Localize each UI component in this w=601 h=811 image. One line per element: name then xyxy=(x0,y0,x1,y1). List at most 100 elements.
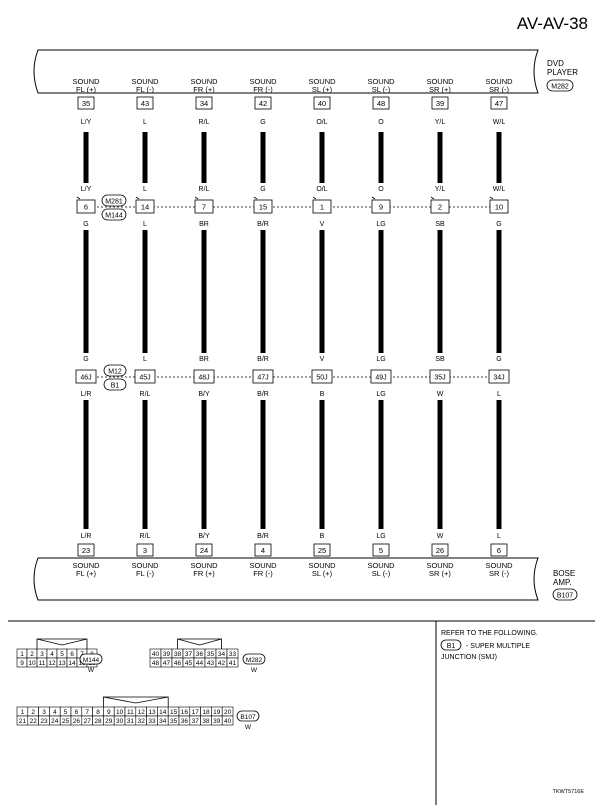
wire-color-label: W xyxy=(437,391,444,398)
smj-pin-box xyxy=(370,369,392,384)
wire-color-label: L xyxy=(143,356,147,363)
m144-face-cavity-number: 13 xyxy=(58,660,66,667)
smj-note-text-1: - SUPER MULTIPLE xyxy=(466,643,530,650)
wire-color-label: R/L xyxy=(199,119,210,126)
b107-face-cavity-number: 12 xyxy=(138,709,146,716)
smj-note-text-2: JUNCTION (SMJ) xyxy=(441,654,497,661)
bose-pin-number: 6 xyxy=(497,546,501,555)
smj-pin-box xyxy=(193,369,215,384)
bose-pin-number: 23 xyxy=(82,546,90,555)
bose-amp-label-1: BOSE xyxy=(553,569,575,578)
smj-pin-box xyxy=(488,369,510,384)
dvd-pin-number: 42 xyxy=(259,99,267,108)
smj-pin-number: 47J xyxy=(257,375,268,382)
m282-face-id: M282 xyxy=(246,657,263,664)
b107-face-cavity-number: 9 xyxy=(107,709,111,716)
wire-color-label: R/L xyxy=(140,533,151,540)
wire-color-label: G xyxy=(83,221,88,228)
b107-face-cavity-number: 38 xyxy=(202,718,210,725)
pin-tab xyxy=(430,196,435,200)
m144-face-cavity-number: 2 xyxy=(30,651,34,658)
joint-pin-number: 2 xyxy=(438,203,442,212)
m282-face-cavity xyxy=(226,657,239,668)
joint-pin-box xyxy=(194,199,214,214)
dvd-pin-box xyxy=(136,96,154,110)
wire-color-label: LG xyxy=(376,391,385,398)
m282-face-badge xyxy=(242,653,266,665)
smj-pin-number: 34J xyxy=(493,375,504,382)
m282-face-cavity-number: 41 xyxy=(229,660,237,667)
b107-face-cavity-number: 33 xyxy=(148,718,156,725)
joint-pin-box xyxy=(371,199,391,214)
b107-face-cavity-number: 37 xyxy=(192,718,200,725)
wire-color-label: LG xyxy=(376,221,385,228)
wire-color-label: L/Y xyxy=(81,119,92,126)
m282-face-cavity-number: 44 xyxy=(196,660,204,667)
wire-color-label: W/L xyxy=(493,186,506,193)
bose-terminal-function: FL (-) xyxy=(136,569,155,578)
dvd-terminal-name: SOUND xyxy=(72,77,100,86)
dvd-terminal-function: SL (+) xyxy=(312,85,333,94)
m282-face-cavity-number: 48 xyxy=(152,660,160,667)
smj-connector-top-id: M12 xyxy=(108,369,122,376)
b107-face-cavity-number: 5 xyxy=(64,709,68,716)
joint-pin-box xyxy=(253,199,273,214)
dvd-terminal-function: SL (-) xyxy=(372,85,391,94)
wire-color-label: L xyxy=(143,186,147,193)
dvd-pin-box xyxy=(372,96,390,110)
b107-face-cavity-number: 13 xyxy=(148,709,156,716)
wire-color-label: W xyxy=(437,533,444,540)
m144-face-cavity-number: 10 xyxy=(28,660,36,667)
b107-face-id: B107 xyxy=(240,714,256,721)
joint-pin-number: 1 xyxy=(320,203,324,212)
m282-face-cavity-number: 37 xyxy=(185,651,193,658)
pin-tab xyxy=(312,196,317,200)
b107-face-latch xyxy=(103,696,169,707)
smj-connector-bottom-badge xyxy=(103,378,127,391)
m144-face-latch-mark xyxy=(36,638,88,646)
wire-color-label: V xyxy=(320,356,325,363)
m144-face-color: W xyxy=(88,667,95,674)
wire-color-label: B/R xyxy=(257,221,269,228)
wire-color-label: L/Y xyxy=(81,186,92,193)
m282-face-cavity-number: 40 xyxy=(152,651,160,658)
dvd-pin-box xyxy=(431,96,449,110)
dvd-terminal-name: SOUND xyxy=(308,77,336,86)
m282-face-cavity-number: 43 xyxy=(207,660,215,667)
joint-connector-bottom-badge xyxy=(101,208,127,221)
wire-color-label: L xyxy=(497,533,501,540)
bose-terminal-name: SOUND xyxy=(308,561,336,570)
dvd-terminal-function: SR (+) xyxy=(429,85,451,94)
m282-face-latch xyxy=(177,638,222,649)
b107-face-cavity-number: 35 xyxy=(170,718,178,725)
wire-color-label: LG xyxy=(376,533,385,540)
smj-pin-number: 48J xyxy=(198,375,209,382)
m144-face-cavity-number: 9 xyxy=(20,660,24,667)
dvd-pin-number: 35 xyxy=(82,99,90,108)
m282-face-cavity-number: 47 xyxy=(163,660,171,667)
joint-pin-box xyxy=(489,199,509,214)
pin-tab xyxy=(489,196,494,200)
dvd-pin-box xyxy=(195,96,213,110)
smj-note-code: B1 xyxy=(447,643,456,650)
m144-face-cavity-number: 12 xyxy=(48,660,56,667)
wire-color-label: L/R xyxy=(81,533,92,540)
wire-color-label: BR xyxy=(199,221,209,228)
dvd-terminal-name: SOUND xyxy=(367,77,395,86)
bose-terminal-name: SOUND xyxy=(131,561,159,570)
wire-color-label: SB xyxy=(435,356,445,363)
m144-face-badge xyxy=(79,653,103,665)
m282-face-cavity-number: 45 xyxy=(185,660,193,667)
smj-pin-number: 50J xyxy=(316,375,327,382)
m282-face-cavity-number: 35 xyxy=(207,651,215,658)
pin-tab xyxy=(253,196,258,200)
smj-pin-number: 45J xyxy=(139,375,150,382)
pin-tab xyxy=(76,196,81,200)
b107-face-cavity-number: 10 xyxy=(116,709,124,716)
m282-face-cavity-number: 34 xyxy=(218,651,226,658)
b107-face-cavity-number: 7 xyxy=(85,709,89,716)
b107-face-color: W xyxy=(245,724,252,731)
dvd-player-label-1: DVD xyxy=(547,59,564,68)
wire-color-label: G xyxy=(260,186,265,193)
bose-terminal-function: FR (+) xyxy=(193,569,215,578)
